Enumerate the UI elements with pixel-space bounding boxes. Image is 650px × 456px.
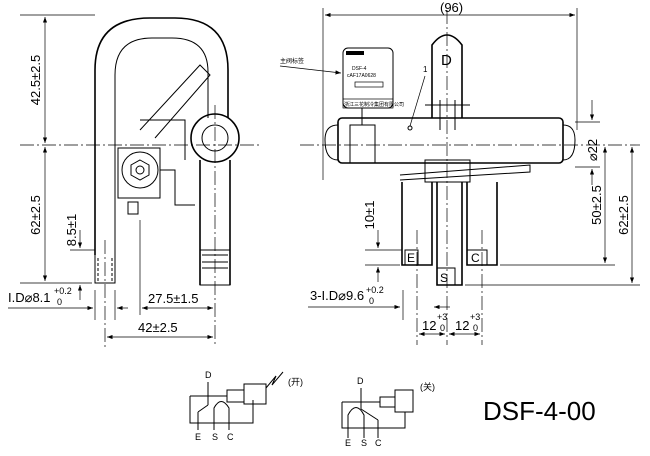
id9-tol-upper: +0.2: [366, 285, 384, 295]
valve-body: [337, 117, 564, 164]
port-s-label: S: [440, 271, 448, 285]
left-side-view: 42.5±2.5 62±2.5 8.5±1 I.D⌀8.1 +0.2 0 27.…: [8, 14, 262, 350]
nameplate-maker: 浙江三花制冷集团有限公司: [344, 101, 404, 108]
id9-tol-lower: 0: [369, 296, 374, 306]
schem-closed-s: S: [361, 438, 367, 448]
schem-closed-c: C: [375, 438, 382, 448]
schem-closed-e: E: [345, 438, 351, 448]
schem-closed-state: (关): [420, 381, 435, 392]
coil-nut: [121, 151, 159, 189]
dim-62: 62±2.5: [28, 195, 43, 235]
port-e-label: E: [407, 251, 415, 265]
schem-open-s: S: [212, 432, 218, 442]
dim-22: ⌀22: [585, 139, 600, 161]
spacing-12-b: 12: [455, 318, 469, 333]
coil-body: [117, 147, 161, 199]
schem-closed-d: D: [357, 376, 364, 386]
dim-50: 50±2.5: [589, 185, 604, 225]
dim-10: 10±1: [362, 201, 377, 230]
front-view: (96) DSF-4 cAF17A0628 浙江三花制冷集团有限公司 主阀标签 …: [279, 0, 640, 345]
dim-96: (96): [440, 0, 463, 15]
port-d-label: D: [441, 52, 452, 69]
spacing-12-a: 12: [422, 318, 436, 333]
id-9-6-label: 3-I.D⌀9.6: [310, 288, 364, 303]
loop-tube: [94, 17, 229, 255]
nameplate-code: cAF17A0628: [347, 73, 376, 79]
dim-42-5: 42.5±2.5: [28, 55, 43, 106]
schem-open-d: D: [205, 370, 212, 380]
id-8-1-label: I.D⌀8.1: [8, 290, 51, 305]
nameplate-callout: 主阀标签: [280, 57, 304, 65]
spacing-a-tol-upper: +3: [437, 312, 447, 322]
schem-open-e: E: [195, 432, 201, 442]
dim-62-right: 62±2.5: [616, 195, 631, 235]
dim-8-5: 8.5±1: [64, 214, 79, 246]
schem-open-c: C: [227, 432, 234, 442]
nameplate-model: DSF-4: [352, 66, 367, 72]
port-c-label: C: [471, 251, 480, 265]
model-number: DSF-4-00: [483, 396, 596, 426]
spacing-b-tol-upper: +3: [470, 312, 480, 322]
schematic-closed: D (关) E S C: [341, 376, 435, 448]
spacing-b-tol-lower: 0: [473, 323, 478, 333]
dim-42: 42±2.5: [138, 320, 178, 335]
dim-27-5: 27.5±1.5: [148, 291, 199, 306]
spacing-a-tol-lower: 0: [440, 323, 445, 333]
schem-open-state: (开): [288, 377, 303, 387]
balloon-1: 1: [423, 65, 428, 74]
schematic-open: D (开) E S C: [189, 370, 303, 442]
id-tol-lower: 0: [57, 297, 62, 307]
id-tol-upper: +0.2: [54, 286, 72, 296]
